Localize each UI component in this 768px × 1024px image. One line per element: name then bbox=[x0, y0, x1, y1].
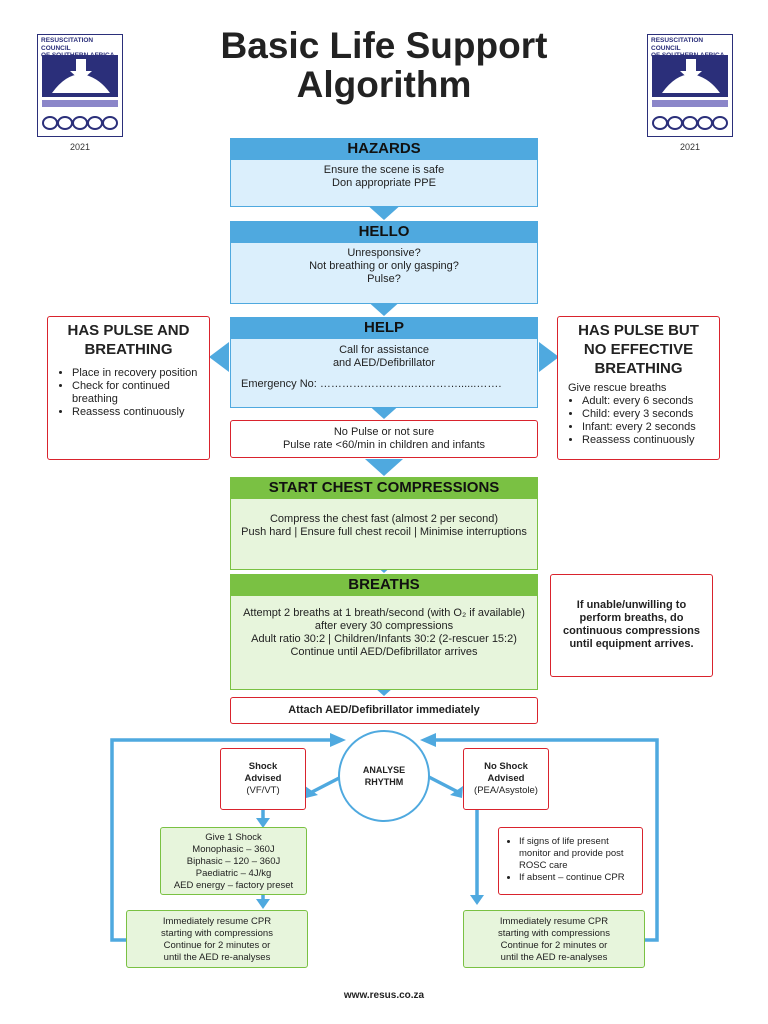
breaths-heading: BREATHS bbox=[230, 574, 538, 596]
hazards-box: HAZARDS Ensure the scene is safe Don app… bbox=[230, 138, 538, 207]
list-item: Adult: every 6 seconds bbox=[582, 395, 719, 408]
signs-of-life-list: If signs of life present monitor and pro… bbox=[499, 836, 642, 884]
arrow-hazards-hello bbox=[365, 203, 403, 220]
resuscitation-emblem-icon bbox=[652, 55, 728, 130]
hello-line: Unresponsive? bbox=[347, 247, 421, 259]
list-item: Infant: every 2 seconds bbox=[582, 421, 719, 434]
arrowhead-shock bbox=[305, 786, 318, 798]
attach-aed-box: Attach AED/Defibrillator immediately bbox=[230, 697, 538, 724]
list-item: Reassess continuously bbox=[582, 434, 719, 447]
hello-box: HELLO Unresponsive? Not breathing or onl… bbox=[230, 221, 538, 304]
hello-line: Pulse? bbox=[367, 273, 401, 285]
arrowhead-resume-left bbox=[256, 899, 270, 909]
list-item: Reassess continuously bbox=[72, 406, 209, 419]
compressions-line: Compress the chest fast (almost 2 per se… bbox=[269, 513, 499, 525]
breaths-box: BREATHS Attempt 2 breaths at 1 breath/se… bbox=[230, 574, 538, 690]
no-pulse-box: No Pulse or not sure Pulse rate <60/min … bbox=[230, 420, 538, 458]
analyse-rhythm-label: ANALYSE RHYTHM bbox=[362, 765, 406, 787]
hello-heading: HELLO bbox=[230, 221, 538, 243]
no-shock-advised-box: No Shock Advised (PEA/Asystole) bbox=[463, 748, 549, 810]
logo-year: 2021 bbox=[69, 142, 91, 152]
pulse-no-breathing-list: Adult: every 6 seconds Child: every 3 se… bbox=[558, 395, 719, 447]
has-pulse-no-breathing-box: HAS PULSE BUT NO EFFECTIVE BREATHING Giv… bbox=[557, 316, 720, 460]
pulse-no-breathing-title: HAS PULSE BUT NO EFFECTIVE BREATHING bbox=[578, 322, 699, 377]
compressions-line: Push hard | Ensure full chest recoil | M… bbox=[241, 526, 527, 538]
resume-cpr-right-box: Immediately resume CPR starting with com… bbox=[463, 910, 645, 968]
loop-right bbox=[436, 738, 659, 942]
loop-left bbox=[110, 738, 330, 942]
arrowhead-loop-right bbox=[420, 733, 436, 747]
title-line-1: Basic Life Support bbox=[220, 25, 548, 66]
resuscitation-emblem-icon bbox=[42, 55, 118, 130]
arrowhead-resume-right bbox=[470, 895, 484, 905]
rcsa-logo-right: RESUSCITATION COUNCIL OF SOUTHERN AFRICA… bbox=[647, 34, 733, 152]
list-item: If absent – continue CPR bbox=[519, 872, 636, 884]
give-shock-box: Give 1 Shock Monophasic – 360J Biphasic … bbox=[160, 827, 307, 895]
breaths-line: Adult ratio 30:2 | Children/Infants 30:2… bbox=[251, 633, 517, 645]
has-pulse-and-breathing-box: HAS PULSE AND BREATHING Place in recover… bbox=[47, 316, 210, 460]
breaths-line: Continue until AED/Defibrillator arrives bbox=[290, 646, 478, 658]
title-line-2: Algorithm bbox=[296, 64, 472, 105]
breaths-line: after every 30 compressions bbox=[314, 620, 454, 632]
arrowhead-loop-left bbox=[330, 733, 346, 747]
compressions-box: START CHEST COMPRESSIONS Compress the ch… bbox=[230, 477, 538, 570]
arrowhead-give bbox=[256, 818, 270, 828]
list-item: Check for continued breathing bbox=[72, 380, 209, 406]
shock-advised-box: Shock Advised (VF/VT) bbox=[220, 748, 306, 810]
list-item: If signs of life present monitor and pro… bbox=[519, 836, 636, 872]
rescue-breaths-intro: Give rescue breaths bbox=[568, 382, 667, 394]
page-title: Basic Life Support Algorithm bbox=[180, 26, 588, 104]
arrow-help-right bbox=[539, 342, 559, 372]
breaths-line: Attempt 2 breaths at 1 breath/second (wi… bbox=[243, 607, 525, 619]
help-body: Call for assistance and AED/Defibrillato… bbox=[230, 339, 538, 408]
compressions-body: Compress the chest fast (almost 2 per se… bbox=[230, 499, 538, 570]
no-pulse-line: No Pulse or not sure bbox=[333, 426, 435, 438]
arrow-nopulse-compress bbox=[365, 459, 403, 476]
logo-year: 2021 bbox=[679, 142, 701, 152]
emergency-number-field: Emergency No: ……………………..…………......……. bbox=[241, 378, 502, 390]
list-item: Place in recovery position bbox=[72, 367, 209, 380]
help-line: Call for assistance bbox=[339, 344, 429, 356]
hazards-line: Don appropriate PPE bbox=[332, 177, 436, 189]
hazards-body: Ensure the scene is safe Don appropriate… bbox=[230, 160, 538, 207]
signs-of-life-box: If signs of life present monitor and pro… bbox=[498, 827, 643, 895]
arrowhead-noshock bbox=[450, 786, 463, 798]
arrow-help-left bbox=[209, 342, 229, 372]
pulse-breathing-title: HAS PULSE AND BREATHING bbox=[67, 322, 190, 358]
list-item: Child: every 3 seconds bbox=[582, 408, 719, 421]
hazards-line: Ensure the scene is safe bbox=[323, 164, 445, 176]
hello-body: Unresponsive? Not breathing or only gasp… bbox=[230, 243, 538, 304]
footer-url-link[interactable]: www.resus.co.za bbox=[343, 990, 425, 1001]
line-analyse-noshock bbox=[424, 773, 459, 794]
hazards-heading: HAZARDS bbox=[230, 138, 538, 160]
rcsa-logo-left: RESUSCITATION COUNCIL OF SOUTHERN AFRICA… bbox=[37, 34, 123, 152]
help-line: and AED/Defibrillator bbox=[332, 357, 436, 369]
unable-breaths-note: If unable/unwilling to perform breaths, … bbox=[550, 574, 713, 677]
resume-cpr-left-box: Immediately resume CPR starting with com… bbox=[126, 910, 308, 968]
hello-line: Not breathing or only gasping? bbox=[309, 260, 459, 272]
help-box: HELP Call for assistance and AED/Defibri… bbox=[230, 317, 538, 408]
compressions-heading: START CHEST COMPRESSIONS bbox=[230, 477, 538, 499]
breaths-body: Attempt 2 breaths at 1 breath/second (wi… bbox=[230, 596, 538, 690]
no-pulse-line: Pulse rate <60/min in children and infan… bbox=[282, 439, 486, 451]
analyse-circle bbox=[338, 730, 430, 822]
pulse-breathing-list: Place in recovery position Check for con… bbox=[48, 367, 209, 419]
help-heading: HELP bbox=[230, 317, 538, 339]
